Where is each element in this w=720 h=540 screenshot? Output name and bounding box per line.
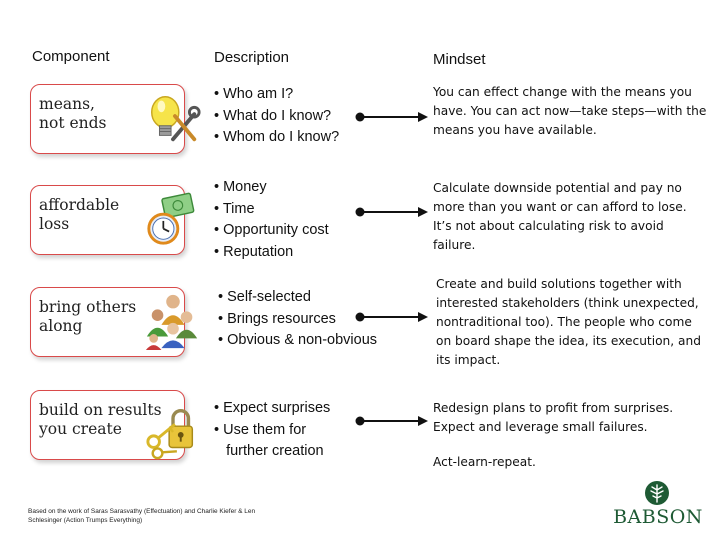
component-label: means, not ends [39,95,107,132]
header-description: Description [214,49,290,66]
description-item: • Expect surprises [214,400,331,416]
component-label: build on results you create [39,401,162,438]
description-item: • What do I know? [214,107,332,124]
connector-arrow-means [354,107,430,127]
mindset-paragraph: Calculate downside potential and pay no … [433,181,687,252]
component-card-bring-others: bring others along [30,287,198,357]
mindset-paragraph: Create and build solutions together with… [436,277,701,367]
description-item: • Opportunity cost [214,222,329,238]
component-label: affordable loss [39,196,120,233]
component-label: bring others along [39,298,137,335]
description-list-build-on-results: • Expect surprises • Use them for furthe… [214,398,330,463]
mindset-text-affordable-loss: Calculate downside potential and pay no … [433,179,708,255]
footnote: Based on the work of Saras Sarasvathy (E… [28,508,256,524]
description-item: • Brings resources [218,310,336,327]
description-list-means: • Who am I? • What do I know? • Whom do … [214,84,339,149]
description-item: • Money [214,179,267,195]
component-card-means: means, not ends [30,84,201,154]
header-mindset: Mindset [433,51,486,68]
connector-arrow-affordable-loss [354,202,430,222]
description-item: • Use them for [214,421,307,438]
description-item: • Who am I? [214,86,294,102]
mindset-paragraph: Redesign plans to profit from surprises.… [433,401,674,434]
people-group-icon [145,294,198,350]
connector-arrow-bring-others [354,307,430,327]
description-list-bring-others: • Self-selected • Brings resources • Obv… [218,287,377,352]
description-item: further creation [214,443,324,459]
babson-tree-icon [645,481,669,505]
lightbulb-tools-icon [151,96,201,142]
description-item: • Whom do I know? [214,129,340,145]
description-item: • Self-selected [218,289,311,305]
babson-logo: BABSON [610,480,706,530]
logo-text: BABSON [613,506,703,528]
mindset-paragraph: You can effect change with the means you… [433,85,707,137]
mindset-text-build-on-results: Redesign plans to profit from surprises.… [433,399,708,472]
mindset-text-means: You can effect change with the means you… [433,83,708,140]
component-card-build-on-results: build on results you create [30,390,194,460]
mindset-paragraph: Act-learn-repeat. [433,455,536,469]
header-component: Component [32,48,110,65]
mindset-text-bring-others: Create and build solutions together with… [436,275,708,370]
description-list-affordable-loss: • Money • Time • Opportunity cost • Repu… [214,177,329,263]
component-card-affordable-loss: affordable loss [30,185,195,255]
money-clock-icon [147,192,195,245]
connector-arrow-build-on-results [354,411,430,431]
description-item: • Time [214,200,255,217]
description-item: • Reputation [214,243,294,260]
description-item: • Obvious & non-obvious [218,332,378,348]
keys-padlock-icon [146,409,194,460]
